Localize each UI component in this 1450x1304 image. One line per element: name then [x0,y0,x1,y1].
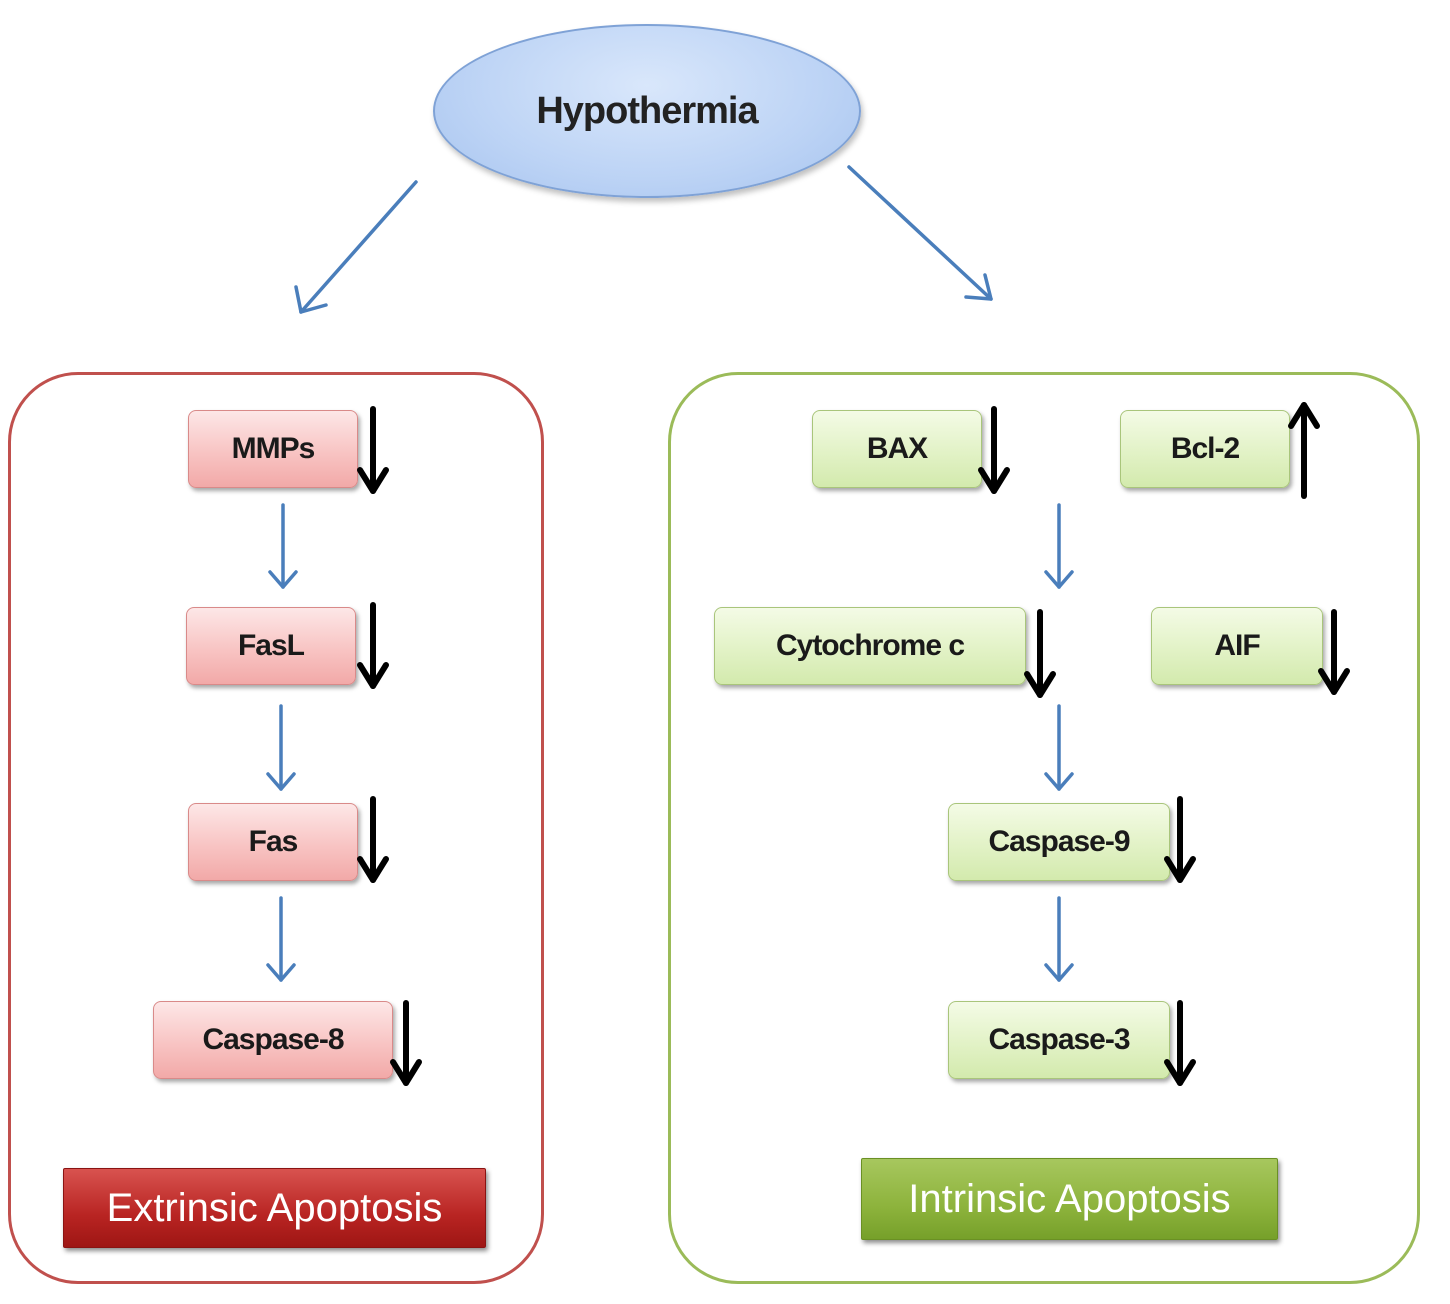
fas-down-arrow-icon [357,796,389,883]
flow-arrow-to-intrinsic [847,165,993,301]
caspase-3-down-arrow-icon [1164,1000,1196,1086]
flow-arrow-mmps-to-fasl [268,503,298,589]
caspase-9-down-arrow-icon [1164,796,1196,883]
hypothermia-node: Hypothermia [433,24,861,198]
bax-down-arrow-icon [978,406,1010,494]
bcl-2-up-arrow-icon [1288,402,1320,499]
extrinsic-apoptosis-banner: Extrinsic Apoptosis [63,1168,486,1248]
cytochrome-c-down-arrow-icon [1024,609,1056,698]
cytochrome-c-node: Cytochrome c [714,607,1026,685]
flow-arrow-fas-to-caspase-8 [266,896,296,982]
hypothermia-label: Hypothermia [536,89,758,132]
flow-arrow-fasl-to-fas [266,704,296,791]
caspase-8-down-arrow-icon [390,1000,422,1086]
bcl-2-node: Bcl-2 [1120,410,1290,488]
mmps-down-arrow-icon [357,406,389,494]
caspase-3-node: Caspase-3 [948,1001,1170,1079]
flow-arrow-bax-to-cytochrome-c [1044,503,1074,589]
fasl-down-arrow-icon [357,602,389,689]
bax-node: BAX [812,410,982,488]
fasl-node: FasL [186,607,356,685]
caspase-8-node: Caspase-8 [153,1001,393,1079]
caspase-9-node: Caspase-9 [948,803,1170,881]
aif-down-arrow-icon [1318,609,1350,695]
aif-node: AIF [1151,607,1323,685]
intrinsic-apoptosis-banner: Intrinsic Apoptosis [861,1158,1278,1240]
fas-node: Fas [188,803,358,881]
mmps-node: MMPs [188,410,358,488]
flow-arrow-to-extrinsic [294,180,418,314]
flow-arrow-cytochrome-c-to-caspase-9 [1044,704,1074,791]
flow-arrow-caspase-9-to-caspase-3 [1044,896,1074,982]
